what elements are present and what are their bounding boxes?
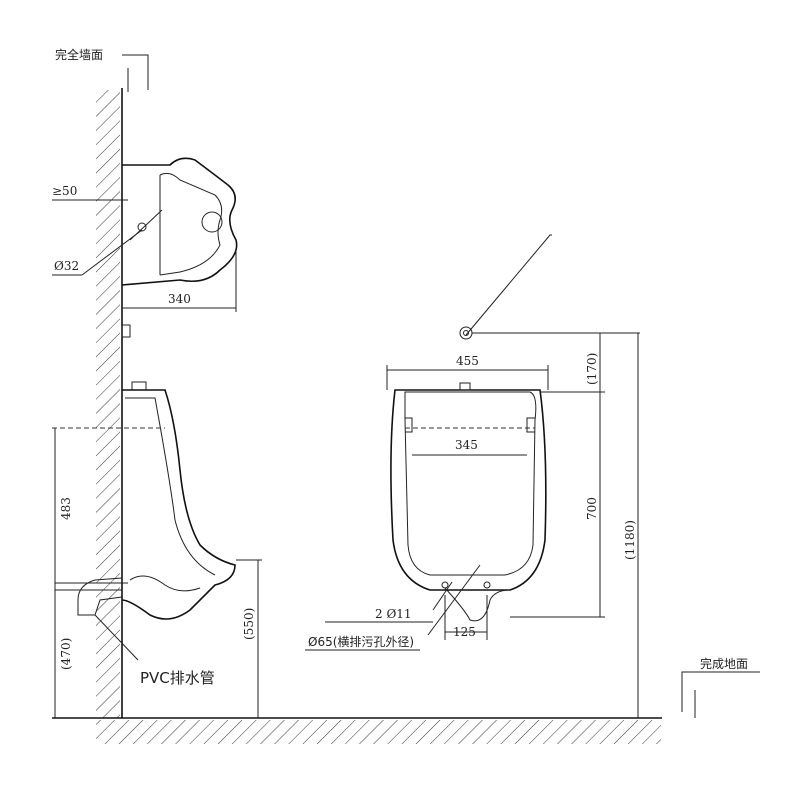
- sink-depth-dim: 340: [168, 292, 191, 306]
- inner-width-dim: 345: [455, 438, 478, 452]
- top-offset-dim: (170): [585, 353, 599, 385]
- floor: [52, 717, 662, 744]
- outlet-width-dim: 125: [453, 625, 476, 639]
- dim-470: (470): [59, 638, 73, 670]
- height-dim: 700: [585, 497, 599, 520]
- urinal-side-view: [52, 324, 262, 661]
- inlet-dia-label: Ø32: [54, 259, 79, 273]
- pvc-label: PVC排水管: [140, 669, 215, 687]
- sink-side-view: [52, 157, 238, 312]
- min-gap-label: ≥50: [52, 184, 77, 198]
- outlet-dia-label: Ø65(横排污孔外径): [308, 635, 414, 649]
- total-height-dim: (1180): [623, 520, 637, 560]
- dim-483: 483: [59, 497, 73, 520]
- width-dim: 455: [456, 354, 479, 368]
- mount-holes-label: 2 Ø11: [375, 607, 412, 621]
- wall-label: 完全墙面: [55, 47, 103, 62]
- dim-550: (550): [242, 608, 256, 640]
- wall: [96, 88, 123, 718]
- urinal-front-view: [305, 234, 552, 651]
- floor-label: 完成地面: [700, 656, 748, 671]
